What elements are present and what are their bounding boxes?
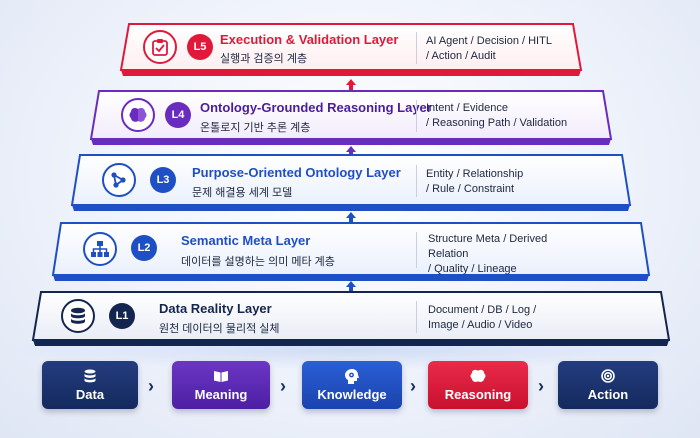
chevron-right-icon: › <box>280 376 286 396</box>
layer-l2-keys: Structure Meta / Derived Relation / Qual… <box>428 232 588 277</box>
book-icon <box>213 368 229 384</box>
layer-l5-divider <box>416 32 417 64</box>
layer-l4-keys: Intent / Evidence / Reasoning Path / Val… <box>426 101 586 131</box>
layer-l3-key-line: Entity / Relationship <box>426 168 524 180</box>
layer-l5-keys: AI Agent / Decision / HITL / Action / Au… <box>426 34 586 64</box>
database-icon <box>84 368 96 384</box>
layer-l4-badge: L4 <box>165 102 191 128</box>
layer-l2-slab <box>51 222 651 281</box>
flow-step-action: Action <box>558 361 658 409</box>
layer-l4-key-line: Intent / Evidence <box>426 102 508 114</box>
layer-l1-subtitle: 원천 데이터의 물리적 실체 <box>159 323 280 335</box>
up-arrow-icon <box>346 211 356 224</box>
layer-l4-subtitle: 온톨로지 기반 추론 계층 <box>200 122 311 134</box>
flow-step-label: Knowledge <box>317 387 387 402</box>
layer-l2-subtitle: 데이터를 설명하는 의미 메타 계층 <box>181 256 335 268</box>
layer-l4-title: Ontology-Grounded Reasoning Layer <box>200 100 432 115</box>
layer-l3: L3 Purpose-Oriented Ontology Layer 문제 해결… <box>70 153 632 213</box>
clipboard-check-icon <box>143 30 177 64</box>
layer-l1-key-line: Image / Audio / Video <box>428 319 533 331</box>
layer-l1-badge: L1 <box>109 303 135 329</box>
chevron-right-icon: › <box>148 376 154 396</box>
layer-l4: L4 Ontology-Grounded Reasoning Layer 온톨로… <box>89 89 613 147</box>
brain-icon <box>470 368 486 384</box>
layer-l3-slab <box>70 154 632 211</box>
layer-l1-slab <box>31 291 671 346</box>
layer-l1-title: Data Reality Layer <box>159 301 272 316</box>
layer-l2-key-line: / Quality / Lineage <box>428 263 517 275</box>
chevron-right-icon: › <box>410 376 416 396</box>
up-arrow-icon <box>346 280 356 293</box>
layer-l4-slab <box>89 90 613 145</box>
layer-l5: L5 Execution & Validation Layer 실행과 검증의 … <box>119 22 583 78</box>
layer-l2-title: Semantic Meta Layer <box>181 233 311 248</box>
layer-l5-subtitle: 실행과 검증의 계층 <box>220 53 308 65</box>
flow-step-knowledge: Knowledge <box>302 361 402 409</box>
brain-icon <box>121 98 155 132</box>
up-arrow-icon <box>346 145 356 158</box>
layer-l1: L1 Data Reality Layer 원천 데이터의 물리적 실체 Doc… <box>31 290 671 348</box>
flow-step-label: Action <box>587 387 629 402</box>
layer-l5-key-line: / Action / Audit <box>426 50 496 62</box>
layer-l3-subtitle: 문제 해결용 세계 모델 <box>192 187 293 199</box>
layer-l3-title: Purpose-Oriented Ontology Layer <box>192 165 401 180</box>
node-graph-icon <box>102 163 136 197</box>
flow-step-label: Reasoning <box>444 387 512 402</box>
layer-l2: L2 Semantic Meta Layer 데이터를 설명하는 의미 메타 계… <box>51 221 651 283</box>
layer-l2-key-line: Structure Meta / Derived <box>428 233 548 245</box>
layer-l3-badge: L3 <box>150 167 176 193</box>
layer-l3-divider <box>416 165 417 197</box>
layer-l3-key-line: / Rule / Constraint <box>426 183 515 195</box>
flow-step-data: Data <box>42 361 138 409</box>
layer-l2-key-line: Relation <box>428 248 469 260</box>
layer-l5-badge: L5 <box>187 34 213 60</box>
target-icon <box>601 368 615 384</box>
layer-l5-slab <box>119 23 583 76</box>
layer-l4-divider <box>416 100 417 132</box>
flow-step-reasoning: Reasoning <box>428 361 528 409</box>
layer-l1-divider <box>416 301 417 333</box>
head-gear-icon <box>345 368 359 384</box>
flow-step-meaning: Meaning <box>172 361 270 409</box>
layer-l4-key-line: / Reasoning Path / Validation <box>426 117 568 129</box>
layer-l2-badge: L2 <box>131 235 157 261</box>
flow-step-label: Data <box>75 387 105 402</box>
flow-step-label: Meaning <box>194 387 248 402</box>
database-icon <box>61 299 95 333</box>
hierarchy-icon <box>83 232 117 266</box>
layer-l1-keys: Document / DB / Log / Image / Audio / Vi… <box>428 303 588 333</box>
layer-l5-title: Execution & Validation Layer <box>220 32 399 47</box>
chevron-right-icon: › <box>538 376 544 396</box>
layer-l5-key-line: AI Agent / Decision / HITL <box>426 35 552 47</box>
layer-l2-divider <box>416 232 417 268</box>
layer-l3-keys: Entity / Relationship / Rule / Constrain… <box>426 167 586 197</box>
layer-l1-key-line: Document / DB / Log / <box>428 304 537 316</box>
up-arrow-icon <box>346 78 356 91</box>
